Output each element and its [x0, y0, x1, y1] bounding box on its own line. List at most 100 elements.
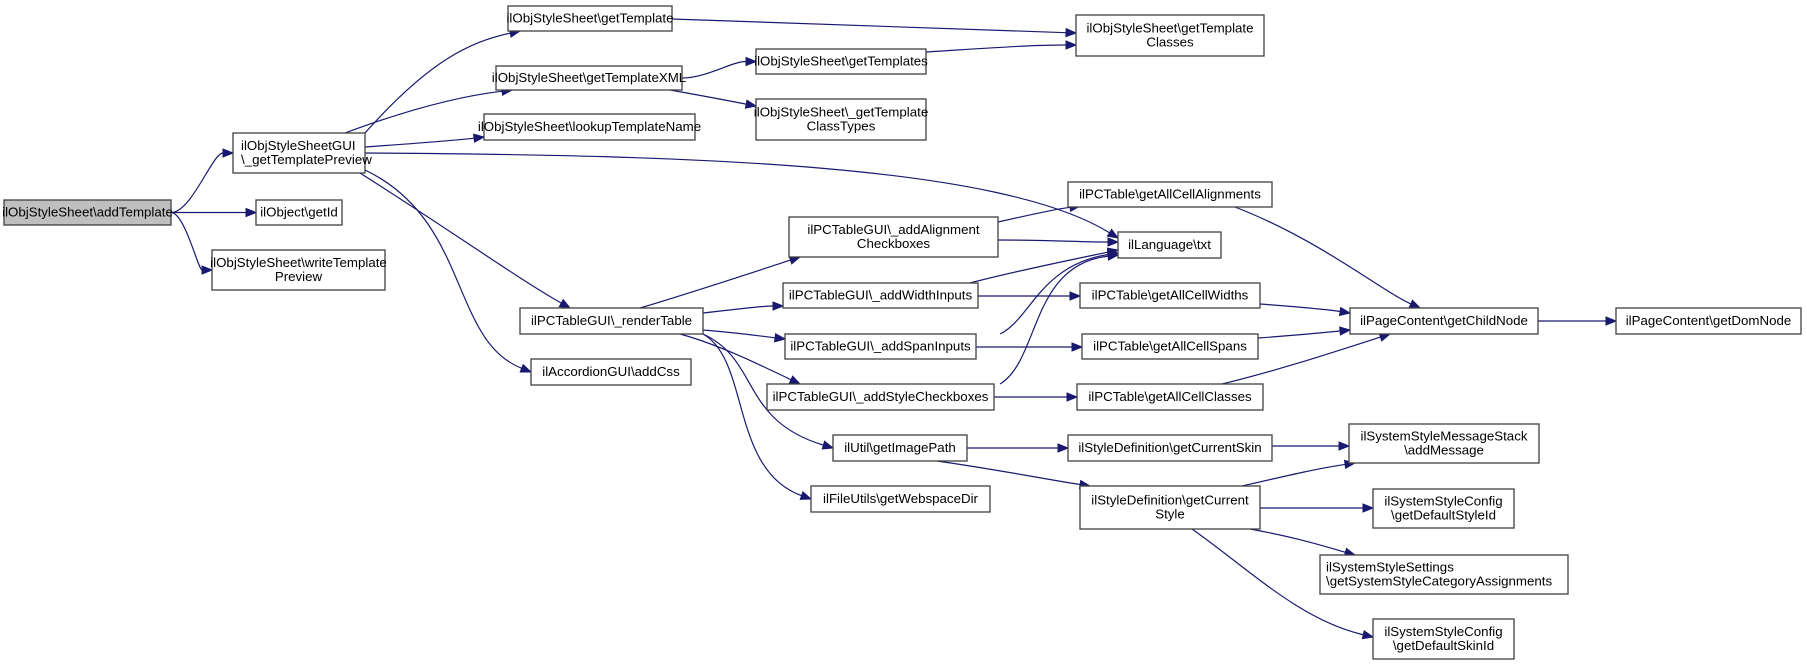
node-getImagePath[interactable]: ilUtil\getImagePath — [832, 434, 968, 462]
node-addSpanInputs[interactable]: ilPCTableGUI\_addSpanInputs — [784, 333, 977, 360]
arrowhead-icon — [1107, 237, 1120, 247]
edge-line — [936, 460, 1081, 486]
arrowhead-icon — [788, 375, 802, 385]
edge-getImagePath-to-getCurrentSkin — [967, 443, 1070, 453]
node-box — [1067, 434, 1273, 462]
arrowhead-icon — [745, 56, 758, 67]
node-box — [1372, 618, 1515, 660]
node-box — [1117, 231, 1222, 259]
arrowhead-icon — [772, 301, 785, 311]
edge-line — [1259, 303, 1341, 313]
node-addStyleCheckboxes[interactable]: ilPCTableGUI\_addStyleCheckboxes — [766, 383, 995, 411]
arrowhead-icon — [473, 133, 486, 143]
edge-line — [702, 333, 824, 446]
edge-line — [999, 255, 1109, 385]
node-getAllCellSpans[interactable]: ilPCTable\getAllCellSpans — [1081, 333, 1259, 360]
node-lookupTemplateName[interactable]: ilObjStyleSheet\lookupTemplateName — [478, 113, 701, 141]
node-getDefaultSkinId[interactable]: ilSystemStyleConfig\getDefaultSkinId — [1372, 618, 1515, 660]
edge-renderTable-to-addStyleCheckboxes — [679, 333, 802, 385]
node-getWebspaceDir[interactable]: ilFileUtils\getWebspaceDir — [810, 485, 991, 513]
node-label: ilAccordionGUI\addCss — [542, 364, 680, 379]
edge-renderTable-to-getWebspaceDir — [702, 333, 813, 500]
edge-addStyleCheckboxes-to-txt — [999, 251, 1120, 385]
node-label: ilObjStyleSheet\getTemplateXML — [492, 70, 686, 85]
node-txt[interactable]: ilLanguage\txt — [1117, 231, 1222, 259]
edge-getAllCellSpans-to-getChildNode — [1257, 326, 1352, 339]
edges-layer — [170, 18, 1618, 640]
node-box — [1372, 488, 1515, 529]
edge-addWidthInputs-to-getAllCellWidths — [978, 291, 1082, 301]
node-getId[interactable]: ilObject\getId — [255, 199, 343, 226]
node-box — [1075, 14, 1265, 57]
node-label: ilObjStyleSheet\getTemplate — [1086, 21, 1253, 36]
edge-getCurrentStyle-to-getSystemStyleCategoryAssignments — [1249, 528, 1357, 557]
node-box — [519, 307, 704, 335]
edge-line — [669, 89, 747, 105]
node-box — [1319, 554, 1569, 595]
edge-line — [364, 32, 511, 134]
node-getSystemStyleCategoryAssignments[interactable]: ilSystemStyleSettings\getSystemStyleCate… — [1319, 554, 1569, 595]
node-box — [1067, 181, 1273, 208]
node-addCss[interactable]: ilAccordionGUI\addCss — [530, 358, 692, 386]
arrowhead-icon — [1057, 443, 1070, 453]
edge-line — [702, 305, 774, 314]
node-box — [810, 485, 991, 513]
edge-line — [997, 239, 1109, 243]
node-box — [3, 199, 172, 226]
arrowhead-icon — [201, 265, 214, 275]
node-getCurrentSkin[interactable]: ilStyleDefinition\getCurrentSkin — [1067, 434, 1273, 462]
edge-line — [639, 259, 791, 309]
node-box — [755, 98, 927, 141]
node-box — [232, 132, 366, 174]
node-getTemplates[interactable]: ilObjStyleSheet\getTemplates — [754, 48, 928, 75]
edge-getCurrentStyle-to-addMessage — [1241, 459, 1357, 487]
edge-renderTable-to-addAlignmentCheckboxes — [639, 255, 802, 309]
node-box — [784, 333, 977, 360]
node-box — [1079, 485, 1261, 530]
node-label: ilPCTableGUI\_addSpanInputs — [790, 339, 971, 354]
node-getTemplateXML[interactable]: ilObjStyleSheet\getTemplateXML — [492, 65, 686, 91]
node-renderTable[interactable]: ilPCTableGUI\_renderTable — [519, 307, 704, 335]
arrowhead-icon — [1107, 251, 1120, 261]
node-getDomNode[interactable]: ilPageContent\getDomNode — [1615, 307, 1802, 335]
edge-line — [679, 333, 792, 381]
node-label: ilObject\getId — [260, 205, 338, 220]
edge-line — [702, 329, 776, 339]
node-addTemplate[interactable]: ilObjStyleSheet\addTemplate — [2, 199, 173, 226]
edge-getChildNode-to-getDomNode — [1538, 316, 1618, 326]
edge-line — [364, 137, 475, 148]
node-label: ClassTypes — [807, 119, 876, 134]
node-getAllCellAlignments[interactable]: ilPCTable\getAllCellAlignments — [1067, 181, 1273, 208]
node-label: ilPCTableGUI\_addWidthInputs — [789, 288, 973, 303]
edge-line — [671, 18, 1067, 34]
node-label: Style — [1155, 507, 1185, 522]
node-box — [1081, 333, 1259, 360]
node-getDefaultStyleId[interactable]: ilSystemStyleConfig\getDefaultStyleId — [1372, 488, 1515, 529]
node-label: ilSystemStyleConfig — [1384, 624, 1502, 639]
arrowhead-icon — [1362, 503, 1375, 513]
node-addMessage[interactable]: ilSystemStyleMessageStack\addMessage — [1348, 423, 1540, 464]
node-addWidthInputs[interactable]: ilPCTableGUI\_addWidthInputs — [782, 282, 979, 309]
edge-renderTable-to-getImagePath — [702, 333, 835, 450]
node-label: ilSystemStyleSettings — [1326, 560, 1454, 575]
edge-line — [364, 169, 522, 369]
edge-line — [1249, 528, 1346, 553]
node-getChildNode[interactable]: ilPageContent\getChildNode — [1349, 307, 1539, 335]
node-getAllCellClasses[interactable]: ilPCTable\getAllCellClasses — [1076, 383, 1264, 411]
node-box — [755, 48, 927, 75]
node-getTemplate[interactable]: ilObjStyleSheet\getTemplate — [506, 5, 674, 32]
node-label: \addMessage — [1404, 443, 1484, 458]
node-getTemplatePreview[interactable]: ilObjStyleSheetGUI\_getTemplatePreview — [232, 132, 372, 174]
node-box — [788, 216, 999, 258]
node-getAllCellWidths[interactable]: ilPCTable\getAllCellWidths — [1079, 282, 1261, 309]
node-label: ilPCTableGUI\_renderTable — [531, 313, 692, 328]
arrowhead-icon — [774, 333, 787, 343]
edge-getCurrentStyle-to-getDefaultStyleId — [1260, 503, 1375, 513]
node-box — [782, 282, 979, 309]
